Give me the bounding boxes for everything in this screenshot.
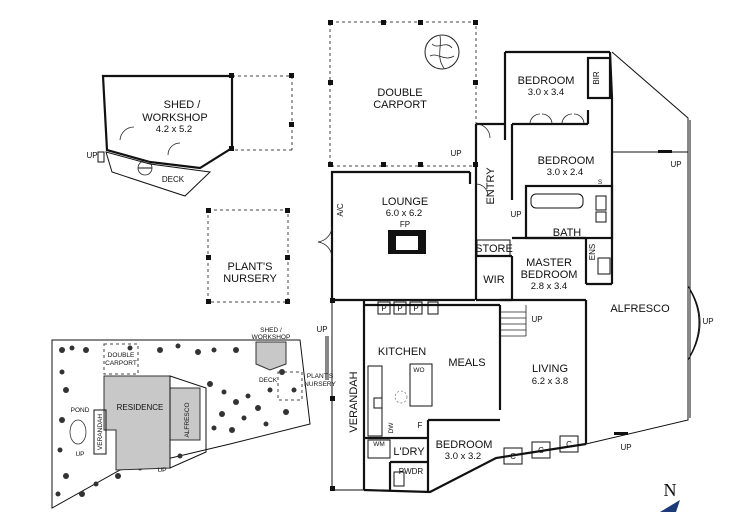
site-plan-inset: RESIDENCE ALFRESCO VERANDAH DOUBLE CARPO… <box>51 327 336 509</box>
room-details <box>317 113 611 487</box>
up-label: UP <box>316 325 327 334</box>
entry-label: ENTRY <box>485 167 497 205</box>
lounge-dimensions: 6.0 x 6.2 <box>386 208 422 219</box>
pantry-1-label: P <box>381 304 386 313</box>
bir-label: BIR <box>592 71 601 85</box>
kitchen-label: KITCHEN <box>378 346 426 358</box>
site-carport-label-2: CARPORT <box>105 360 137 367</box>
carport-label: DOUBLE <box>377 87 422 99</box>
shower-label: S <box>598 179 603 186</box>
shed-dimensions: 4.2 x 5.2 <box>156 124 192 135</box>
deck-label: DECK <box>162 175 185 184</box>
laundry-label: L'DRY <box>393 446 425 458</box>
fridge-label: F <box>418 421 423 430</box>
site-alfresco-label: ALFRESCO <box>184 402 191 437</box>
store-label: STORE <box>475 243 513 255</box>
lounge-label: LOUNGE <box>382 196 428 208</box>
powder-room-label: PWDR <box>399 467 424 476</box>
site-deck-label: DECK <box>259 377 278 384</box>
master-bedroom-label-2: BEDROOM <box>521 269 578 281</box>
up-label: UP <box>702 317 713 326</box>
bedroom-2-label: BEDROOM <box>538 155 595 167</box>
up-label: UP <box>86 151 97 160</box>
site-verandah-label: VERANDAH <box>97 414 104 450</box>
bedroom-1-dimensions: 3.0 x 3.4 <box>528 87 564 98</box>
up-label: UP <box>531 315 542 324</box>
bedroom-2-dimensions: 3.0 x 2.4 <box>547 167 583 178</box>
master-bedroom-dimensions: 2.8 x 3.4 <box>531 281 567 292</box>
house-walls <box>330 50 614 494</box>
plants-nursery: PLANT'S NURSERY <box>206 208 290 304</box>
living-label: LIVING <box>532 363 568 375</box>
shed-label-2: WORKSHOP <box>142 112 207 124</box>
site-residence-label: RESIDENCE <box>117 403 164 412</box>
bedroom-3-dimensions: 3.0 x 3.2 <box>445 451 481 462</box>
bedroom-3-label: BEDROOM <box>436 439 493 451</box>
site-up-label: UP <box>157 467 166 474</box>
north-label: N <box>664 480 677 500</box>
cupboard-1-label: C <box>510 452 516 461</box>
up-label: UP <box>620 443 631 452</box>
shed-label: SHED / <box>164 99 202 111</box>
site-up-label: UP <box>75 451 84 458</box>
site-nursery-label: PLANT'S <box>307 373 334 380</box>
room-labels: LOUNGE 6.0 x 6.2 FP A/C ENTRY UP STORE W… <box>316 71 602 476</box>
dishwasher-label: DW <box>388 422 395 434</box>
pantry-2-label: P <box>397 304 402 313</box>
cupboard-3-label: C <box>566 440 572 449</box>
pantry-3-label: P <box>413 304 418 313</box>
up-label: UP <box>510 210 521 219</box>
site-carport-label: DOUBLE <box>108 352 135 359</box>
nursery-label: PLANT'S <box>228 261 273 273</box>
tree-icon <box>424 34 460 70</box>
living-dimensions: 6.2 x 3.8 <box>532 376 568 387</box>
verandah-label: VERANDAH <box>348 371 360 432</box>
alfresco-label: ALFRESCO <box>610 303 670 315</box>
north-arrow: N <box>660 480 680 512</box>
site-shed-label: SHED / <box>260 327 282 334</box>
wir-label: WIR <box>483 274 504 286</box>
meals-label: MEALS <box>448 357 485 369</box>
site-pond-label: POND <box>71 407 90 414</box>
master-bedroom-label: MASTER <box>526 257 572 269</box>
site-shed-label-2: WORKSHOP <box>252 334 291 341</box>
bath-label: BATH <box>553 227 582 239</box>
site-nursery-label-2: NURSERY <box>304 381 336 388</box>
shed-workshop: SHED / WORKSHOP 4.2 x 5.2 DECK UP <box>86 73 294 197</box>
carport-label-2: CARPORT <box>373 99 427 111</box>
aircon-label: A/C <box>336 203 345 217</box>
up-label: UP <box>670 160 681 169</box>
fireplace-label: FP <box>400 220 410 229</box>
nursery-label-2: NURSERY <box>223 273 277 285</box>
washing-machine-label: WM <box>373 441 385 448</box>
ensuite-label: ENS <box>588 244 597 260</box>
steps <box>500 305 527 337</box>
wall-oven-label: WO <box>413 367 424 374</box>
double-carport: DOUBLE CARPORT UP <box>328 20 478 167</box>
cupboard-2-label: C <box>538 446 544 455</box>
up-label: UP <box>450 149 461 158</box>
alfresco-area: ALFRESCO UP UP UP <box>585 51 714 452</box>
bedroom-1-label: BEDROOM <box>518 75 575 87</box>
